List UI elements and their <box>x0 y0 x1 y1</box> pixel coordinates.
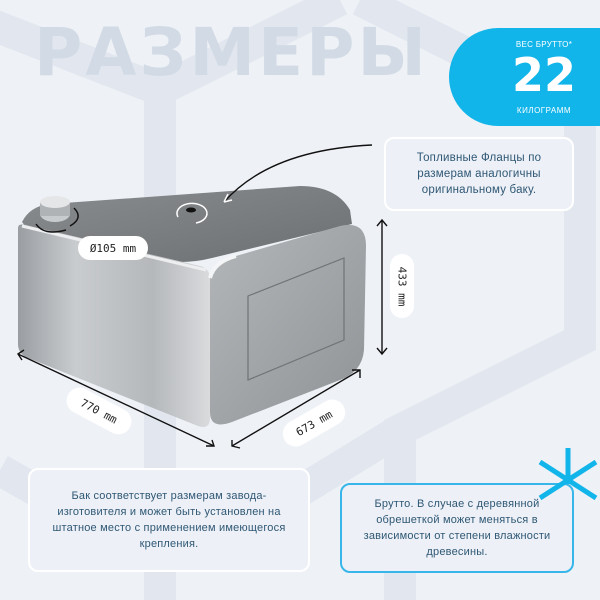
filler-cap <box>35 196 79 233</box>
weight-label-top: ВЕС БРУТТО* <box>515 40 573 49</box>
depth-arrow <box>231 369 361 449</box>
height-arrow <box>376 218 388 356</box>
compatibility-note-text: Бак соответствует размерам завода-изгото… <box>52 490 286 550</box>
height-value: 433 mm <box>395 266 409 306</box>
gross-weight-note-text: Брутто. В случае с деревянной обрешеткой… <box>363 498 551 558</box>
weight-badge: ВЕС БРУТТО* 22 КИЛОГРАММ <box>449 28 600 126</box>
gross-weight-note-card: Брутто. В случае с деревянной обрешеткой… <box>340 483 574 573</box>
page-title: РАЗМЕРЫ <box>34 14 429 91</box>
cap-diameter-label: Ø105 mm <box>78 236 148 260</box>
flanges-note-card: Топливные Фланцы по размерам аналогичны … <box>384 137 574 211</box>
flanges-note-text: Топливные Фланцы по размерам аналогичны … <box>416 152 542 196</box>
asterisk-icon <box>538 448 598 501</box>
compatibility-note-card: Бак соответствует размерам завода-изгото… <box>28 468 310 572</box>
tank-body <box>18 186 366 427</box>
weight-unit: КИЛОГРАММ <box>516 106 572 115</box>
height-label: 433 mm <box>390 254 414 318</box>
flange-icon <box>176 202 208 224</box>
width-arrow <box>17 349 215 447</box>
weight-value: 22 <box>511 48 576 102</box>
callout-arrow <box>223 144 373 203</box>
